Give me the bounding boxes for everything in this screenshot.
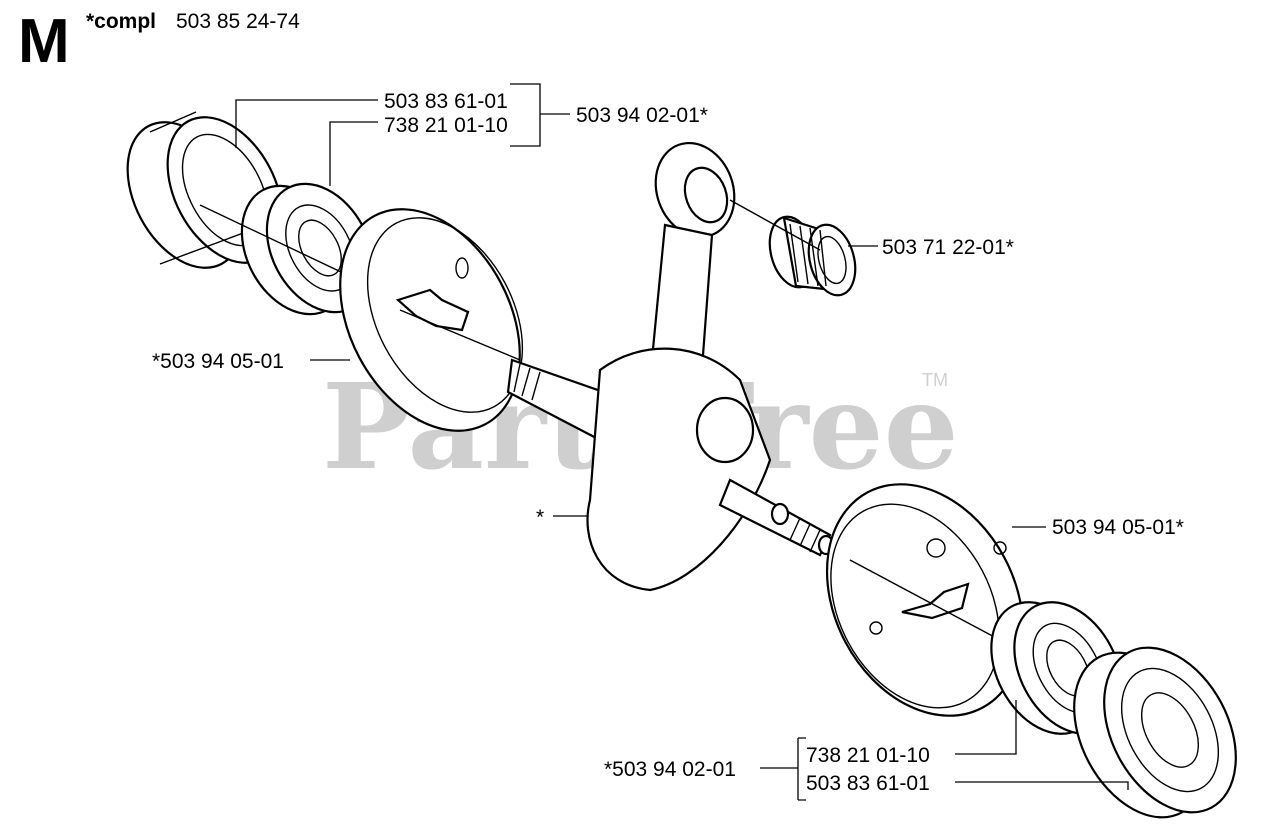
- label-bearing-top: 738 21 01-10: [384, 114, 508, 137]
- section-letter: M: [18, 7, 70, 76]
- label-kit-bottom: *503 94 02-01: [604, 758, 736, 781]
- leader-seal-bottom: [955, 781, 1129, 790]
- label-seal-bottom: 503 83 61-01: [806, 772, 930, 795]
- label-crank: *: [536, 506, 544, 529]
- watermark-trademark: TM: [922, 370, 948, 390]
- crank-half-right[interactable]: [788, 450, 1061, 750]
- label-kit-top: 503 94 02-01*: [576, 104, 708, 127]
- ball-bearing-bottom[interactable]: [970, 584, 1143, 753]
- needle-bearing[interactable]: [729, 199, 863, 300]
- kit-bracket-bottom: [797, 737, 806, 801]
- crankshaft-assembly[interactable]: [506, 132, 835, 592]
- seal-ring-bottom[interactable]: [1047, 625, 1262, 840]
- crank-half-left[interactable]: [304, 178, 556, 461]
- leader-bearing-top: [329, 121, 378, 186]
- label-needle-bearing: 503 71 22-01*: [882, 236, 1014, 259]
- label-bearing-bottom: 738 21 01-10: [806, 744, 930, 767]
- leader-seal-top: [235, 99, 378, 148]
- leader-bearing-bottom: [955, 700, 1017, 755]
- label-half-right: 503 94 05-01*: [1052, 516, 1184, 539]
- compl-part-number: 503 85 24-74: [176, 10, 300, 33]
- label-seal-top: 503 83 61-01: [384, 90, 508, 113]
- kit-bracket-top: [510, 83, 541, 147]
- seal-ring-top[interactable]: [104, 98, 306, 288]
- label-half-left: *503 94 05-01: [152, 350, 284, 373]
- compl-prefix: *compl: [86, 10, 156, 33]
